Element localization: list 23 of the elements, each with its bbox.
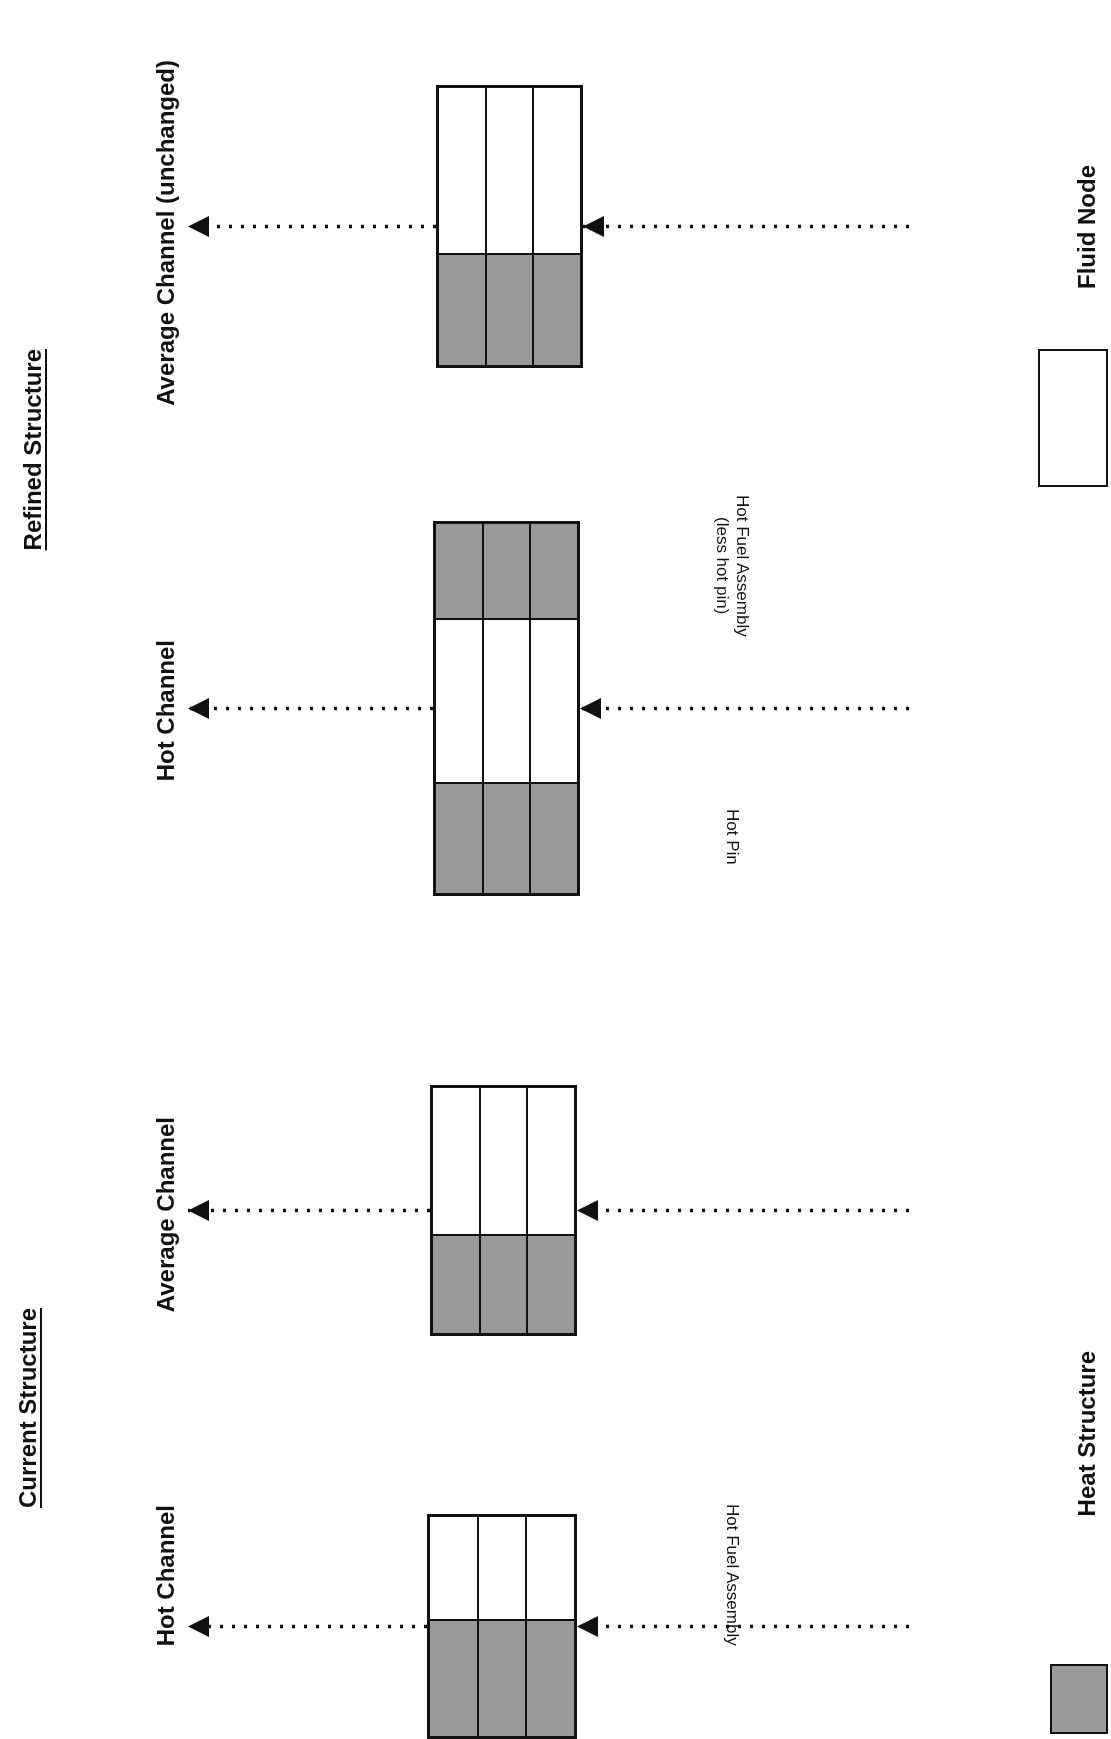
channel-block — [430, 1085, 577, 1336]
flow-arrow — [577, 1616, 909, 1637]
legend-text: Fluid Node — [1073, 165, 1101, 289]
section-heading: Refined Structure — [19, 348, 47, 550]
flow-arrow — [188, 216, 436, 237]
section-heading: Current Structure — [14, 1308, 42, 1509]
part-label: Hot Fuel Assembly — [722, 1503, 742, 1648]
part-label: Hot Fuel Assembly (less hot pin) — [712, 494, 752, 639]
channel-label: Average Channel (unchanged) — [152, 60, 180, 406]
flow-arrow — [580, 698, 909, 719]
channel-label: Average Channel — [152, 1116, 180, 1312]
channel-block — [433, 521, 580, 896]
channel-label: Hot Channel — [152, 639, 180, 781]
channel-block — [427, 1514, 577, 1739]
channel-label: Hot Channel — [152, 1504, 180, 1646]
channel-block — [436, 85, 583, 368]
part-label: Hot Pin — [722, 808, 742, 867]
flow-arrow — [188, 698, 433, 719]
legend-text: Heat Structure — [1073, 1350, 1101, 1516]
flow-arrow — [188, 1616, 427, 1637]
flow-arrow — [583, 216, 909, 237]
flow-arrow — [577, 1200, 909, 1221]
flow-arrow — [188, 1200, 430, 1221]
